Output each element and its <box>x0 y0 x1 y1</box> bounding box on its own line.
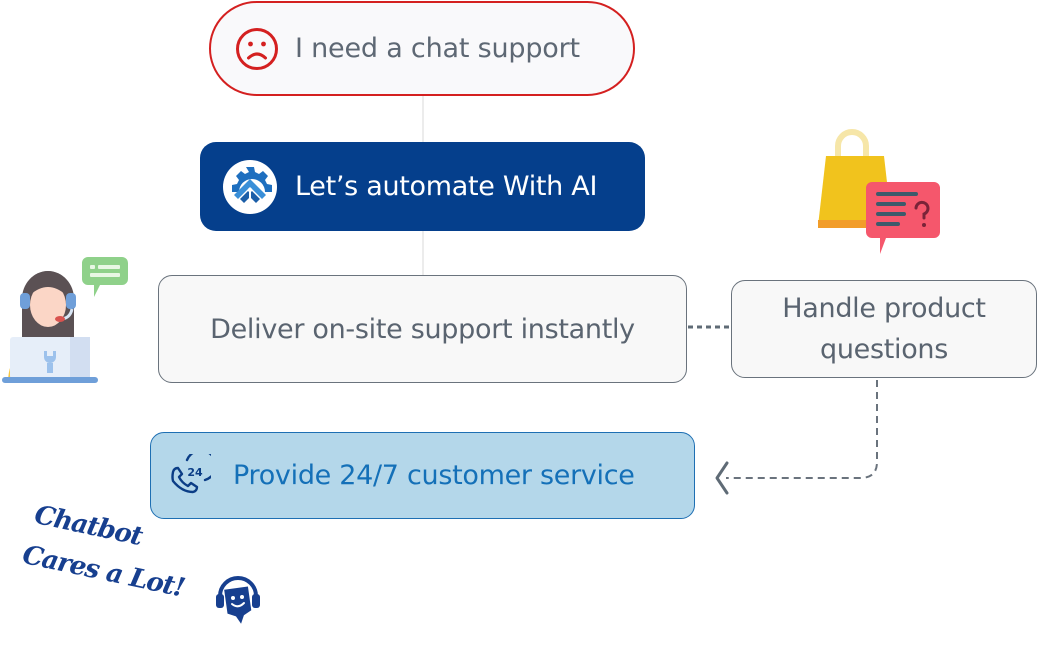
connector-ai-to-deliver <box>422 231 424 275</box>
node-deliver-onsite-support: Deliver on-site support instantly <box>158 275 687 383</box>
chatbot-headset-mascot-icon <box>216 576 260 624</box>
node-handle-product-questions: Handle product questions <box>731 280 1037 378</box>
arrow-left-icon <box>715 461 729 495</box>
node-label: Deliver on-site support instantly <box>210 313 635 345</box>
node-automate-with-ai: Let’s automate With AI <box>200 142 645 231</box>
node-label: Provide 24/7 customer service <box>233 460 635 491</box>
node-label: I need a chat support <box>295 33 580 64</box>
node-label: Let’s automate With AI <box>295 171 598 202</box>
dashed-link-handle-provide <box>726 380 878 479</box>
phone-24-icon: 24 <box>167 448 218 498</box>
icon-24-text: 24 <box>187 466 203 479</box>
ai-gear-logo-icon <box>222 159 278 215</box>
support-agent-icon <box>2 257 128 383</box>
node-label: Handle product questions <box>782 293 986 365</box>
sad-face-icon <box>235 27 279 71</box>
shopping-bag-question-icon <box>818 129 940 254</box>
connector-need-to-ai <box>422 96 424 142</box>
node-need-chat-support: I need a chat support <box>209 1 635 96</box>
node-provide-24-7-service: 24 Provide 24/7 customer service <box>150 432 695 519</box>
